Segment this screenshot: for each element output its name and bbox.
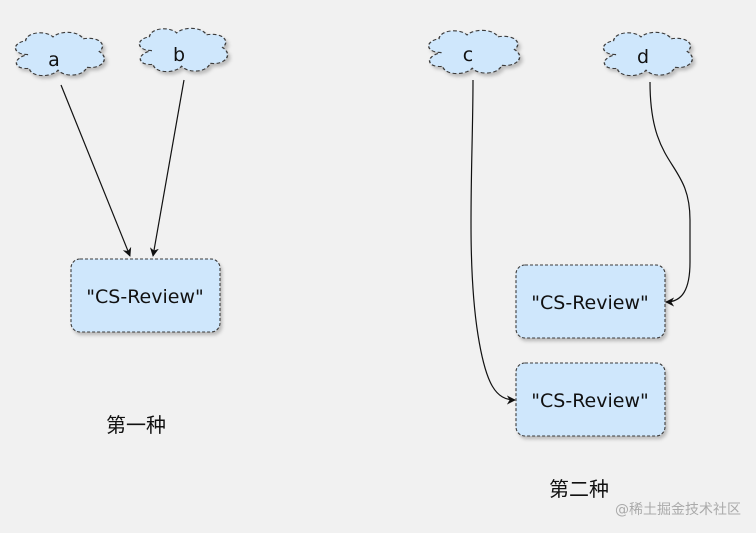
node-b-label: b	[173, 44, 185, 66]
cloud-node-a[interactable]	[14, 31, 106, 77]
node-c-label: c	[463, 44, 473, 66]
cs-review-box[interactable]	[70, 258, 221, 333]
cs-review-box-top[interactable]	[515, 264, 666, 339]
right-caption: 第二种	[549, 477, 609, 501]
cs-review-box-label: "CS-Review"	[86, 286, 203, 308]
cs-review-box-top-label: "CS-Review"	[531, 292, 648, 314]
cloud-node-c[interactable]	[427, 29, 521, 75]
cs-review-box-bottom-label: "CS-Review"	[531, 390, 648, 412]
left-caption: 第一种	[106, 413, 166, 437]
node-a-label: a	[48, 49, 60, 71]
left-diagram: a b "CS-Review" 第一种	[14, 27, 229, 437]
edge-a-to-cs-review	[60, 84, 132, 257]
edge-d-to-cs-review-top	[649, 81, 691, 307]
watermark-text: @稀土掘金技术社区	[615, 502, 741, 518]
edge-c-to-cs-review-bottom	[470, 79, 516, 405]
right-diagram: c d "CS-Review" "CS-Review" 第二种	[427, 29, 694, 501]
node-d-label: d	[637, 46, 649, 68]
edge-b-to-cs-review	[149, 79, 185, 257]
cs-review-box-bottom[interactable]	[515, 362, 666, 437]
